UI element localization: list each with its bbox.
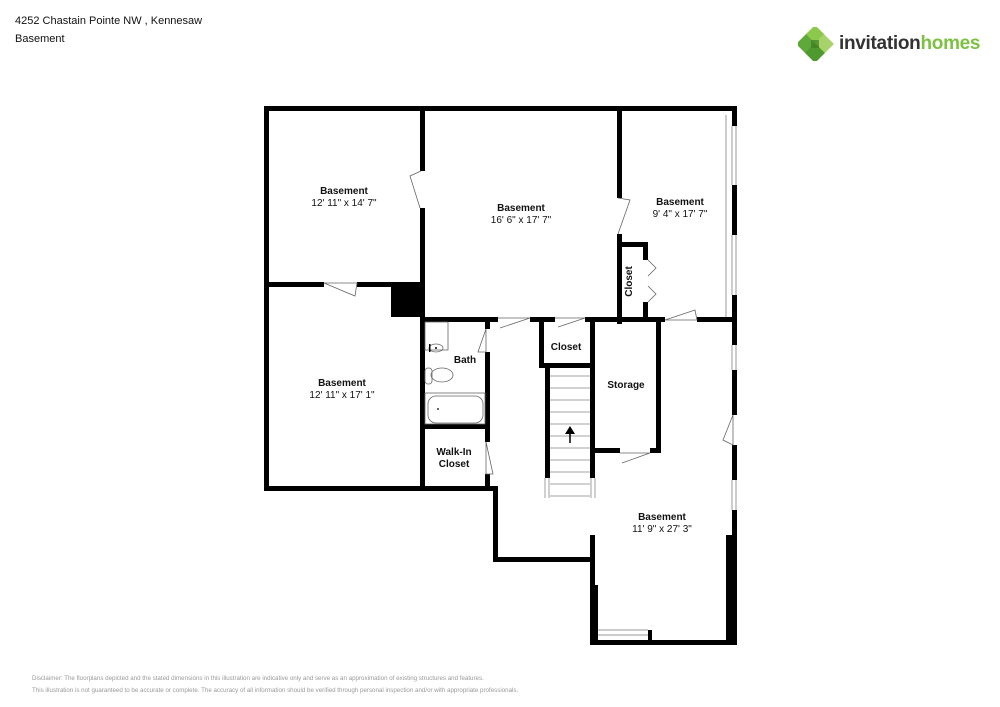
disclaimer-line-2: This illustration is not guaranteed to b… bbox=[32, 687, 519, 694]
arrow-up-icon bbox=[565, 426, 575, 443]
logo-wordmark: invitationhomes bbox=[839, 33, 981, 54]
disclaimer-line-1: Disclaimer: The floorplans depicted and … bbox=[32, 675, 484, 682]
bathroom-fixtures bbox=[424, 321, 486, 425]
room-storage: Storage bbox=[607, 380, 645, 391]
room-closet-center: Closet bbox=[550, 342, 582, 353]
room-bath: Bath bbox=[453, 355, 477, 366]
invitation-homes-logo: invitationhomes bbox=[798, 27, 981, 61]
room-closet-right: Closet bbox=[623, 266, 635, 297]
property-address: 4252 Chastain Pointe NW , Kennesaw bbox=[15, 15, 203, 27]
clover-tile-icon bbox=[798, 27, 834, 61]
floor-level: Basement bbox=[15, 33, 65, 45]
